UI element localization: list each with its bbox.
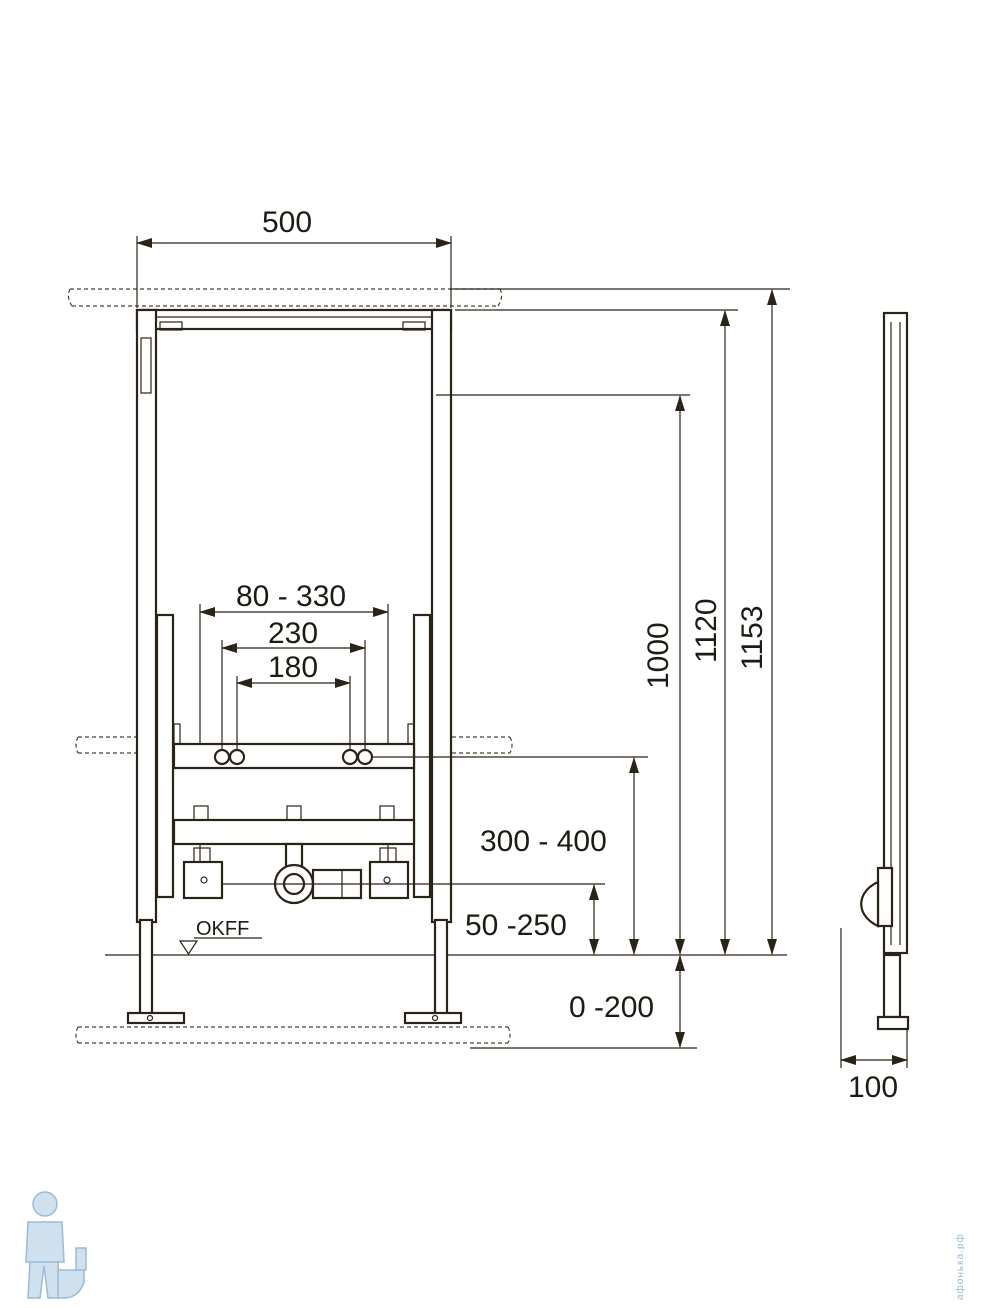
top-wall-band (67, 288, 790, 307)
tap-spacing-230-dimension: 230 (268, 617, 318, 650)
height-1120-dimension: 1120 (690, 598, 723, 663)
bottom-floor-band (75, 1026, 697, 1049)
dimension-lines: 500 80 - 330 230 180 1153 1120 1000 300 … (136, 206, 908, 1104)
plumber-with-toilet-icon (25, 1191, 87, 1299)
tap-spacing-180-dimension: 180 (268, 651, 318, 684)
height-1000-dimension: 1000 (642, 622, 675, 689)
supply-height-dimension: 300 - 400 (480, 825, 607, 858)
frame-side-view (860, 311, 910, 1031)
depth-dimension: 100 (848, 1071, 898, 1104)
mid-wall-band (75, 736, 513, 754)
site-watermark: афонька.рф (955, 1233, 966, 1300)
height-1153-dimension: 1153 (736, 605, 769, 670)
drain-height-dimension: 50 -250 (465, 909, 567, 942)
floor-adjust-dimension: 0 -200 (569, 991, 654, 1024)
frame-front-view (126, 308, 463, 1025)
width-dimension: 500 (262, 206, 312, 239)
okff-label: OKFF (196, 918, 249, 940)
tap-spacing-range-dimension: 80 - 330 (236, 580, 346, 613)
